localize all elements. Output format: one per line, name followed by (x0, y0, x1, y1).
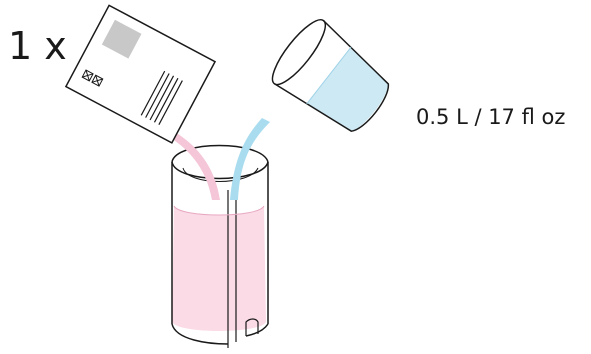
quantity-label: 1 x (8, 24, 67, 68)
bottle-front-rim (172, 162, 268, 179)
water-stream (230, 118, 270, 200)
sachet-body (66, 5, 215, 143)
bottle-inner-wall (183, 168, 258, 182)
powder-sachet (66, 5, 215, 143)
shaker-bottle (172, 146, 268, 349)
water-cup (265, 13, 401, 143)
bottle-liquid (172, 206, 266, 331)
volume-label: 0.5 L / 17 fl oz (416, 105, 565, 129)
cup-rim (265, 13, 333, 91)
cup-water (307, 47, 397, 139)
